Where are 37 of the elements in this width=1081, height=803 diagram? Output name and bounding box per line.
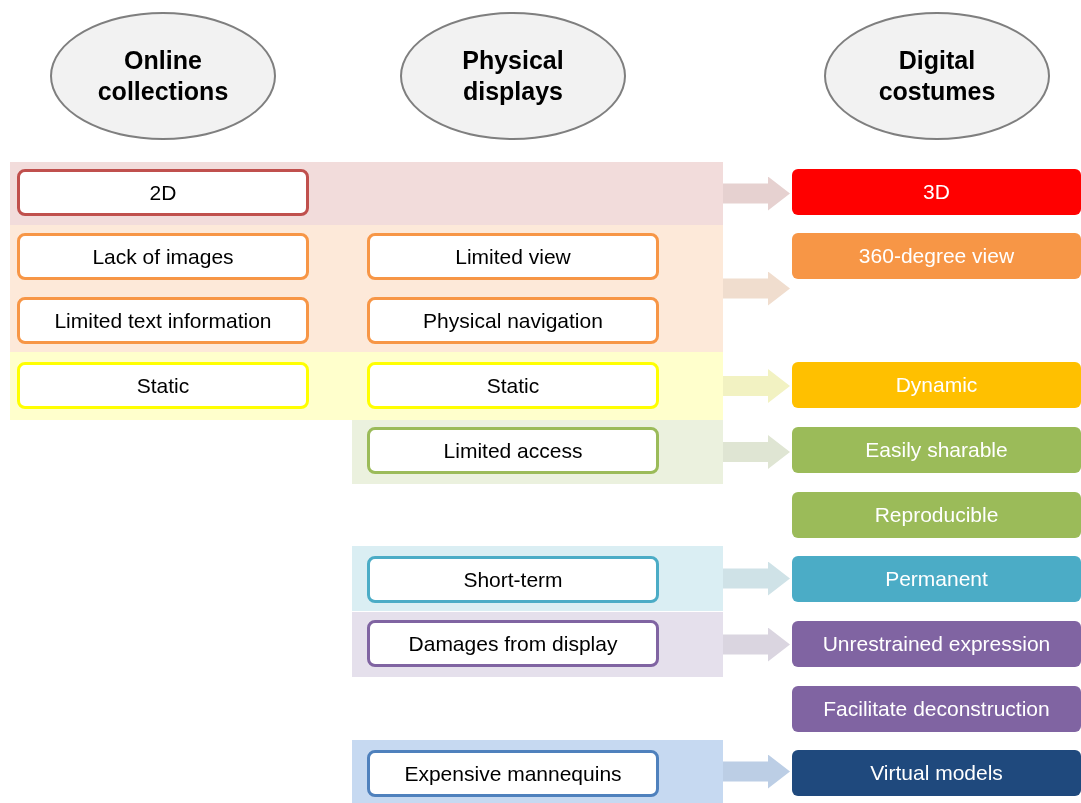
label-box: Static [367,362,659,409]
label-box: Physical navigation [367,297,659,344]
label-box: Lack of images [17,233,309,280]
arrow [723,435,790,469]
row-band [10,162,723,225]
label-box: Limited text information [17,297,309,344]
label-box: Damages from display [367,620,659,667]
label-box: Static [17,362,309,409]
row-band [352,612,723,677]
row-band [10,352,723,420]
arrow [723,561,790,596]
heading-ellipse: Online collections [50,12,276,140]
row-band [352,740,723,803]
label-box: Virtual models [792,750,1081,796]
label-box: 3D [792,169,1081,215]
label-box: Dynamic [792,362,1081,408]
label-box: Limited access [367,427,659,474]
label-box: 360-degree view [792,233,1081,279]
row-band [352,546,723,611]
heading-ellipse: Digital costumes [824,12,1050,140]
heading-ellipse: Physical displays [400,12,626,140]
label-box: Permanent [792,556,1081,602]
row-band [352,420,723,484]
arrow [723,271,790,306]
label-box: Short-term [367,556,659,603]
arrow [723,754,790,789]
label-box: 2D [17,169,309,216]
row-band [10,225,723,352]
label-box: Facilitate deconstruction [792,686,1081,732]
label-box: Reproducible [792,492,1081,538]
label-box: Unrestrained expression [792,621,1081,667]
label-box: Easily sharable [792,427,1081,473]
arrow [723,369,790,403]
arrow [723,627,790,662]
label-box: Expensive mannequins [367,750,659,797]
label-box: Limited view [367,233,659,280]
arrow [723,176,790,211]
